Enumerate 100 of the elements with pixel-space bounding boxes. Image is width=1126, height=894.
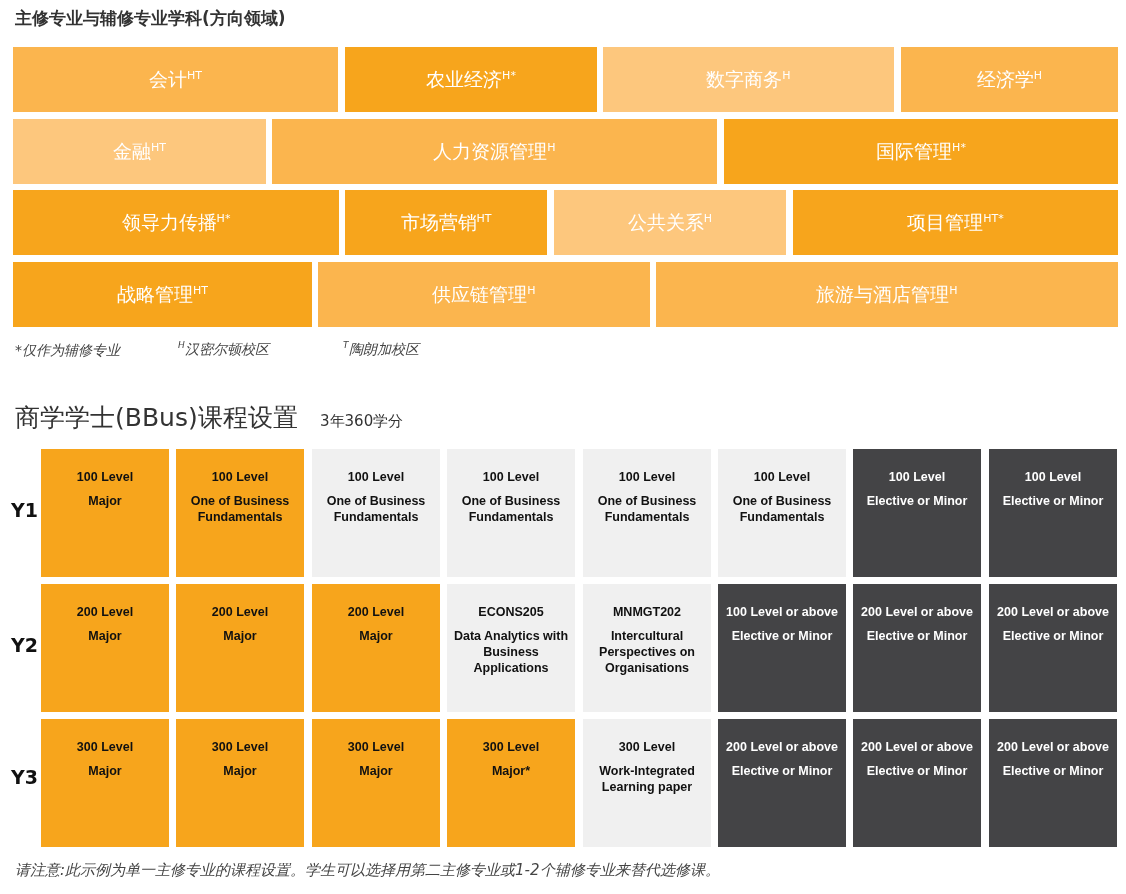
course-level: 200 Level or above (996, 739, 1110, 755)
course-box (989, 449, 1117, 577)
major-box (724, 119, 1118, 184)
course-level: 100 Level (210, 469, 270, 485)
note: $^{T}$陶朗加校区 (343, 340, 419, 359)
course-level: 200 Level or above (860, 604, 974, 620)
course-name: Elective or Minor (1001, 763, 1105, 779)
footnote: 请注意:此示例为单一主修专业的课程设置。学生可以选择用第二主修专业或1-2个辅修专业来替代选修课。 (15, 861, 720, 880)
major-box (345, 190, 547, 255)
course-box (41, 449, 169, 577)
course-name: Data Analytics with Business Applications (452, 628, 570, 676)
course-level: 300 Level (75, 739, 135, 755)
course-box (41, 584, 169, 712)
course-name: One of Business Fundamentals (189, 493, 291, 525)
course-level: 300 Level (617, 739, 677, 755)
year-label: Y1 (11, 499, 38, 521)
course-name: Major (222, 763, 258, 779)
course-name: Major (87, 628, 123, 644)
major-box (318, 262, 650, 327)
course-level: MNMGT202 (611, 604, 683, 620)
course-level: 100 Level (346, 469, 406, 485)
course-level: 100 Level (481, 469, 541, 485)
course-name: Elective or Minor (730, 763, 834, 779)
course-name: Elective or Minor (1001, 628, 1105, 644)
major-name: 数字商务$^{H}$ (706, 66, 791, 92)
course-name: Elective or Minor (1001, 493, 1105, 509)
course-name: One of Business Fundamentals (596, 493, 698, 525)
major-box (603, 47, 894, 112)
course-level: 200 Level or above (860, 739, 974, 755)
course-box (989, 719, 1117, 847)
course-name: One of Business Fundamentals (325, 493, 427, 525)
major-box (272, 119, 717, 184)
major-box (13, 47, 338, 112)
course-box (853, 584, 981, 712)
course-level: 100 Level (617, 469, 677, 485)
section-title: 商学学士(BBus)课程设置 (15, 402, 298, 434)
course-level: 300 Level (346, 739, 406, 755)
course-level: 100 Level (752, 469, 812, 485)
major-name: 国际管理$^{H*}$ (876, 138, 966, 164)
note: $^{H}$汉密尔顿校区 (178, 340, 269, 359)
major-name: 旅游与酒店管理$^{H}$ (816, 281, 958, 307)
course-box (176, 449, 304, 577)
course-level: 300 Level (481, 739, 541, 755)
course-level: 100 Level (75, 469, 135, 485)
course-box (718, 584, 846, 712)
major-name: 领导力传播$^{H*}$ (121, 209, 231, 235)
course-box (176, 584, 304, 712)
course-level: ECONS205 (477, 604, 545, 620)
course-level: 200 Level (210, 604, 270, 620)
major-box (793, 190, 1118, 255)
course-name: Work-Integrated Learning paper (598, 763, 696, 795)
heading: 主修专业与辅修专业学科(方向领域) (15, 7, 286, 30)
major-box (13, 190, 339, 255)
course-level: 100 Level (887, 469, 947, 485)
course-level: 200 Level or above (996, 604, 1110, 620)
course-box (176, 719, 304, 847)
course-name: Major (222, 628, 258, 644)
note: *仅作为辅修专业 (15, 342, 120, 360)
course-name: Major* (490, 763, 532, 779)
year-label: Y3 (11, 766, 38, 788)
course-level: 100 Level or above (725, 604, 839, 620)
course-name: Major (87, 493, 123, 509)
major-name: 金融$^{HT}$ (113, 138, 166, 164)
major-name: 人力资源管理$^{H}$ (433, 138, 556, 164)
course-name: One of Business Fundamentals (731, 493, 833, 525)
course-name: Elective or Minor (730, 628, 834, 644)
major-box (13, 119, 266, 184)
major-name: 项目管理$^{HT*}$ (907, 209, 1004, 235)
course-level: 100 Level (1023, 469, 1083, 485)
course-box (312, 584, 440, 712)
course-name: One of Business Fundamentals (460, 493, 562, 525)
course-box (41, 719, 169, 847)
major-name: 农业经济$^{H*}$ (426, 66, 516, 92)
major-name: 供应链管理$^{H}$ (432, 281, 536, 307)
course-level: 200 Level (75, 604, 135, 620)
major-name: 经济学$^{H}$ (976, 66, 1043, 92)
major-box (345, 47, 597, 112)
major-name: 会计$^{HT}$ (149, 66, 202, 92)
major-name: 市场营销$^{HT}$ (400, 209, 492, 235)
course-box (853, 449, 981, 577)
course-box (312, 719, 440, 847)
major-box (13, 262, 312, 327)
course-name: Major (358, 628, 394, 644)
course-level: 200 Level (346, 604, 406, 620)
course-box (853, 719, 981, 847)
course-box (718, 719, 846, 847)
course-name: Elective or Minor (865, 493, 969, 509)
major-box (554, 190, 786, 255)
course-name: Major (358, 763, 394, 779)
credit-note: 3年360学分 (320, 412, 404, 431)
year-label: Y2 (11, 634, 38, 656)
course-name: Intercultural Perspectives on Organisations (598, 628, 696, 676)
course-name: Elective or Minor (865, 763, 969, 779)
major-box (656, 262, 1118, 327)
major-name: 公共关系$^{H}$ (627, 209, 713, 235)
course-level: 200 Level or above (725, 739, 839, 755)
course-name: Major (87, 763, 123, 779)
course-box (989, 584, 1117, 712)
course-name: Elective or Minor (865, 628, 969, 644)
course-box (447, 719, 575, 847)
